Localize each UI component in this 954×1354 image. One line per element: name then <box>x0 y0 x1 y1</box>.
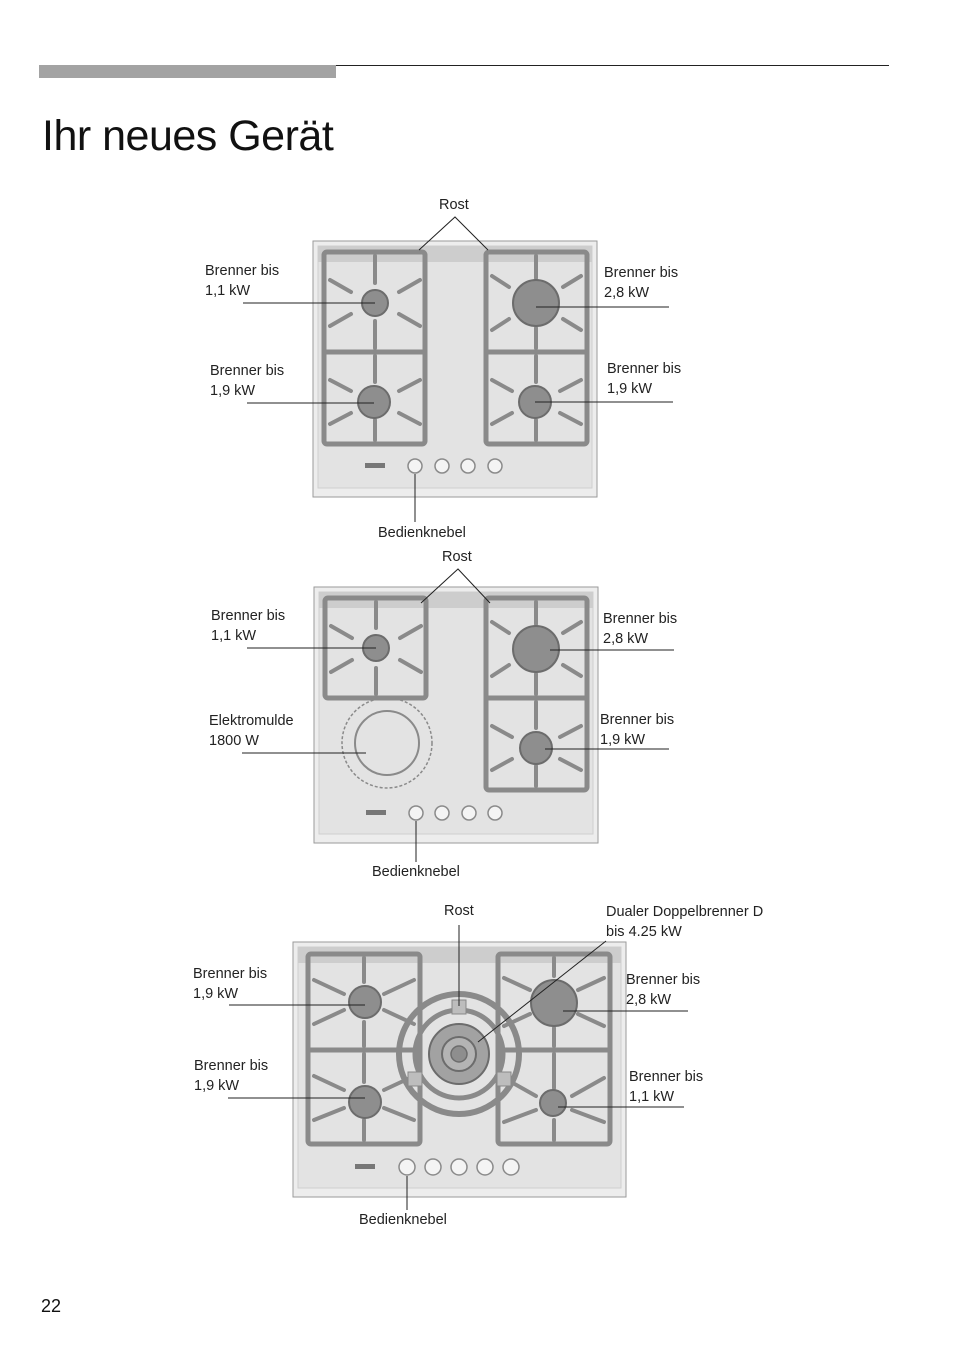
wok-burner <box>396 991 522 1117</box>
brand-logo <box>365 463 385 468</box>
hob-panel <box>312 240 598 498</box>
burner-large <box>512 625 560 673</box>
label-rost: Rost <box>444 903 474 919</box>
label-rost: Rost <box>442 549 472 565</box>
burner-large <box>512 279 560 327</box>
grate-left <box>321 249 428 447</box>
page-title: Ihr neues Gerät <box>42 112 334 160</box>
label-bedienknebel: Bedienknebel <box>359 1212 447 1228</box>
header-bar <box>39 65 336 78</box>
electric-hotplate <box>341 697 433 789</box>
page-number: 22 <box>41 1296 62 1316</box>
callout-lines <box>228 925 688 1210</box>
burner-large <box>530 979 578 1027</box>
callout-lines <box>243 216 673 522</box>
burner-medium <box>357 385 391 419</box>
label-bedienknebel: Bedienknebel <box>378 525 466 541</box>
brand-logo <box>355 1164 375 1169</box>
control-knobs <box>398 1158 520 1176</box>
hob-diagram-3 <box>228 925 688 1210</box>
hob-diagram-1 <box>243 216 673 522</box>
callout-lines <box>242 568 674 862</box>
control-knobs <box>408 805 503 821</box>
grate-fingers <box>329 600 583 788</box>
label-rost: Rost <box>439 197 469 213</box>
burner-medium <box>348 985 382 1019</box>
grate-right <box>483 595 590 793</box>
label-bedienknebel: Bedienknebel <box>372 864 460 880</box>
grate-right <box>483 249 590 447</box>
burner-small <box>539 1089 567 1117</box>
control-knobs <box>407 458 503 474</box>
brand-logo <box>366 810 386 815</box>
hob-diagram-2 <box>242 568 674 862</box>
burner-medium <box>348 1085 382 1119</box>
header-rule <box>336 65 889 66</box>
burner-medium <box>519 731 553 765</box>
grate-fingers <box>328 254 583 442</box>
